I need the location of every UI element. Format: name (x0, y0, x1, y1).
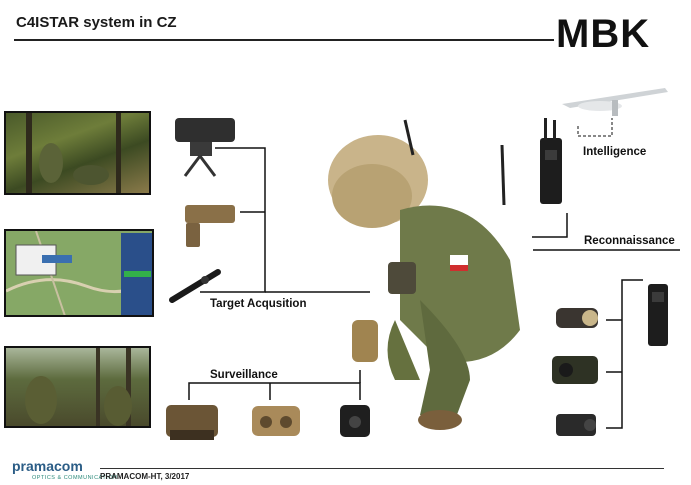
tan-binoculars-icon (252, 406, 300, 436)
thermal-camera-icon (556, 308, 598, 328)
binoculars-icon (166, 405, 218, 440)
camo-soldiers-photo (4, 346, 151, 428)
footer-divider (100, 468, 664, 469)
forest-soldiers-icon (26, 113, 121, 193)
monocular-icon (340, 405, 370, 437)
brand-logo: MBK (556, 12, 651, 56)
camo-soldiers-icon (25, 348, 132, 426)
page-title: C4ISTAR system in CZ (16, 14, 177, 31)
soldier-icon (328, 119, 520, 430)
night-vision-icon (552, 356, 598, 384)
label-reconnaissance: Reconnaissance (584, 235, 675, 247)
label-intelligence: Intelligence (583, 146, 647, 158)
drone-icon (562, 88, 668, 116)
rifle-scope-icon (169, 269, 221, 303)
radio-icon (540, 118, 562, 204)
company-logo-tagline: OPTICS & COMMUNICATION (32, 475, 118, 481)
title-divider (14, 39, 554, 41)
tripod-thermal-icon (175, 118, 235, 177)
forest-soldiers-photo (4, 111, 151, 195)
clip-on-sight-icon (556, 414, 596, 436)
company-logo: pramacom (12, 458, 83, 474)
recon-radio-icon (648, 284, 668, 346)
label-surveillance: Surveillance (210, 369, 278, 381)
laser-rangefinder-icon (185, 205, 235, 247)
map-screen-icon (6, 231, 152, 315)
label-target-acquisition: Target Acqusition (210, 298, 307, 310)
footer-doc-ref: PRAMACOM-HT, 3/2017 (100, 472, 190, 481)
map-screen-photo (4, 229, 154, 317)
